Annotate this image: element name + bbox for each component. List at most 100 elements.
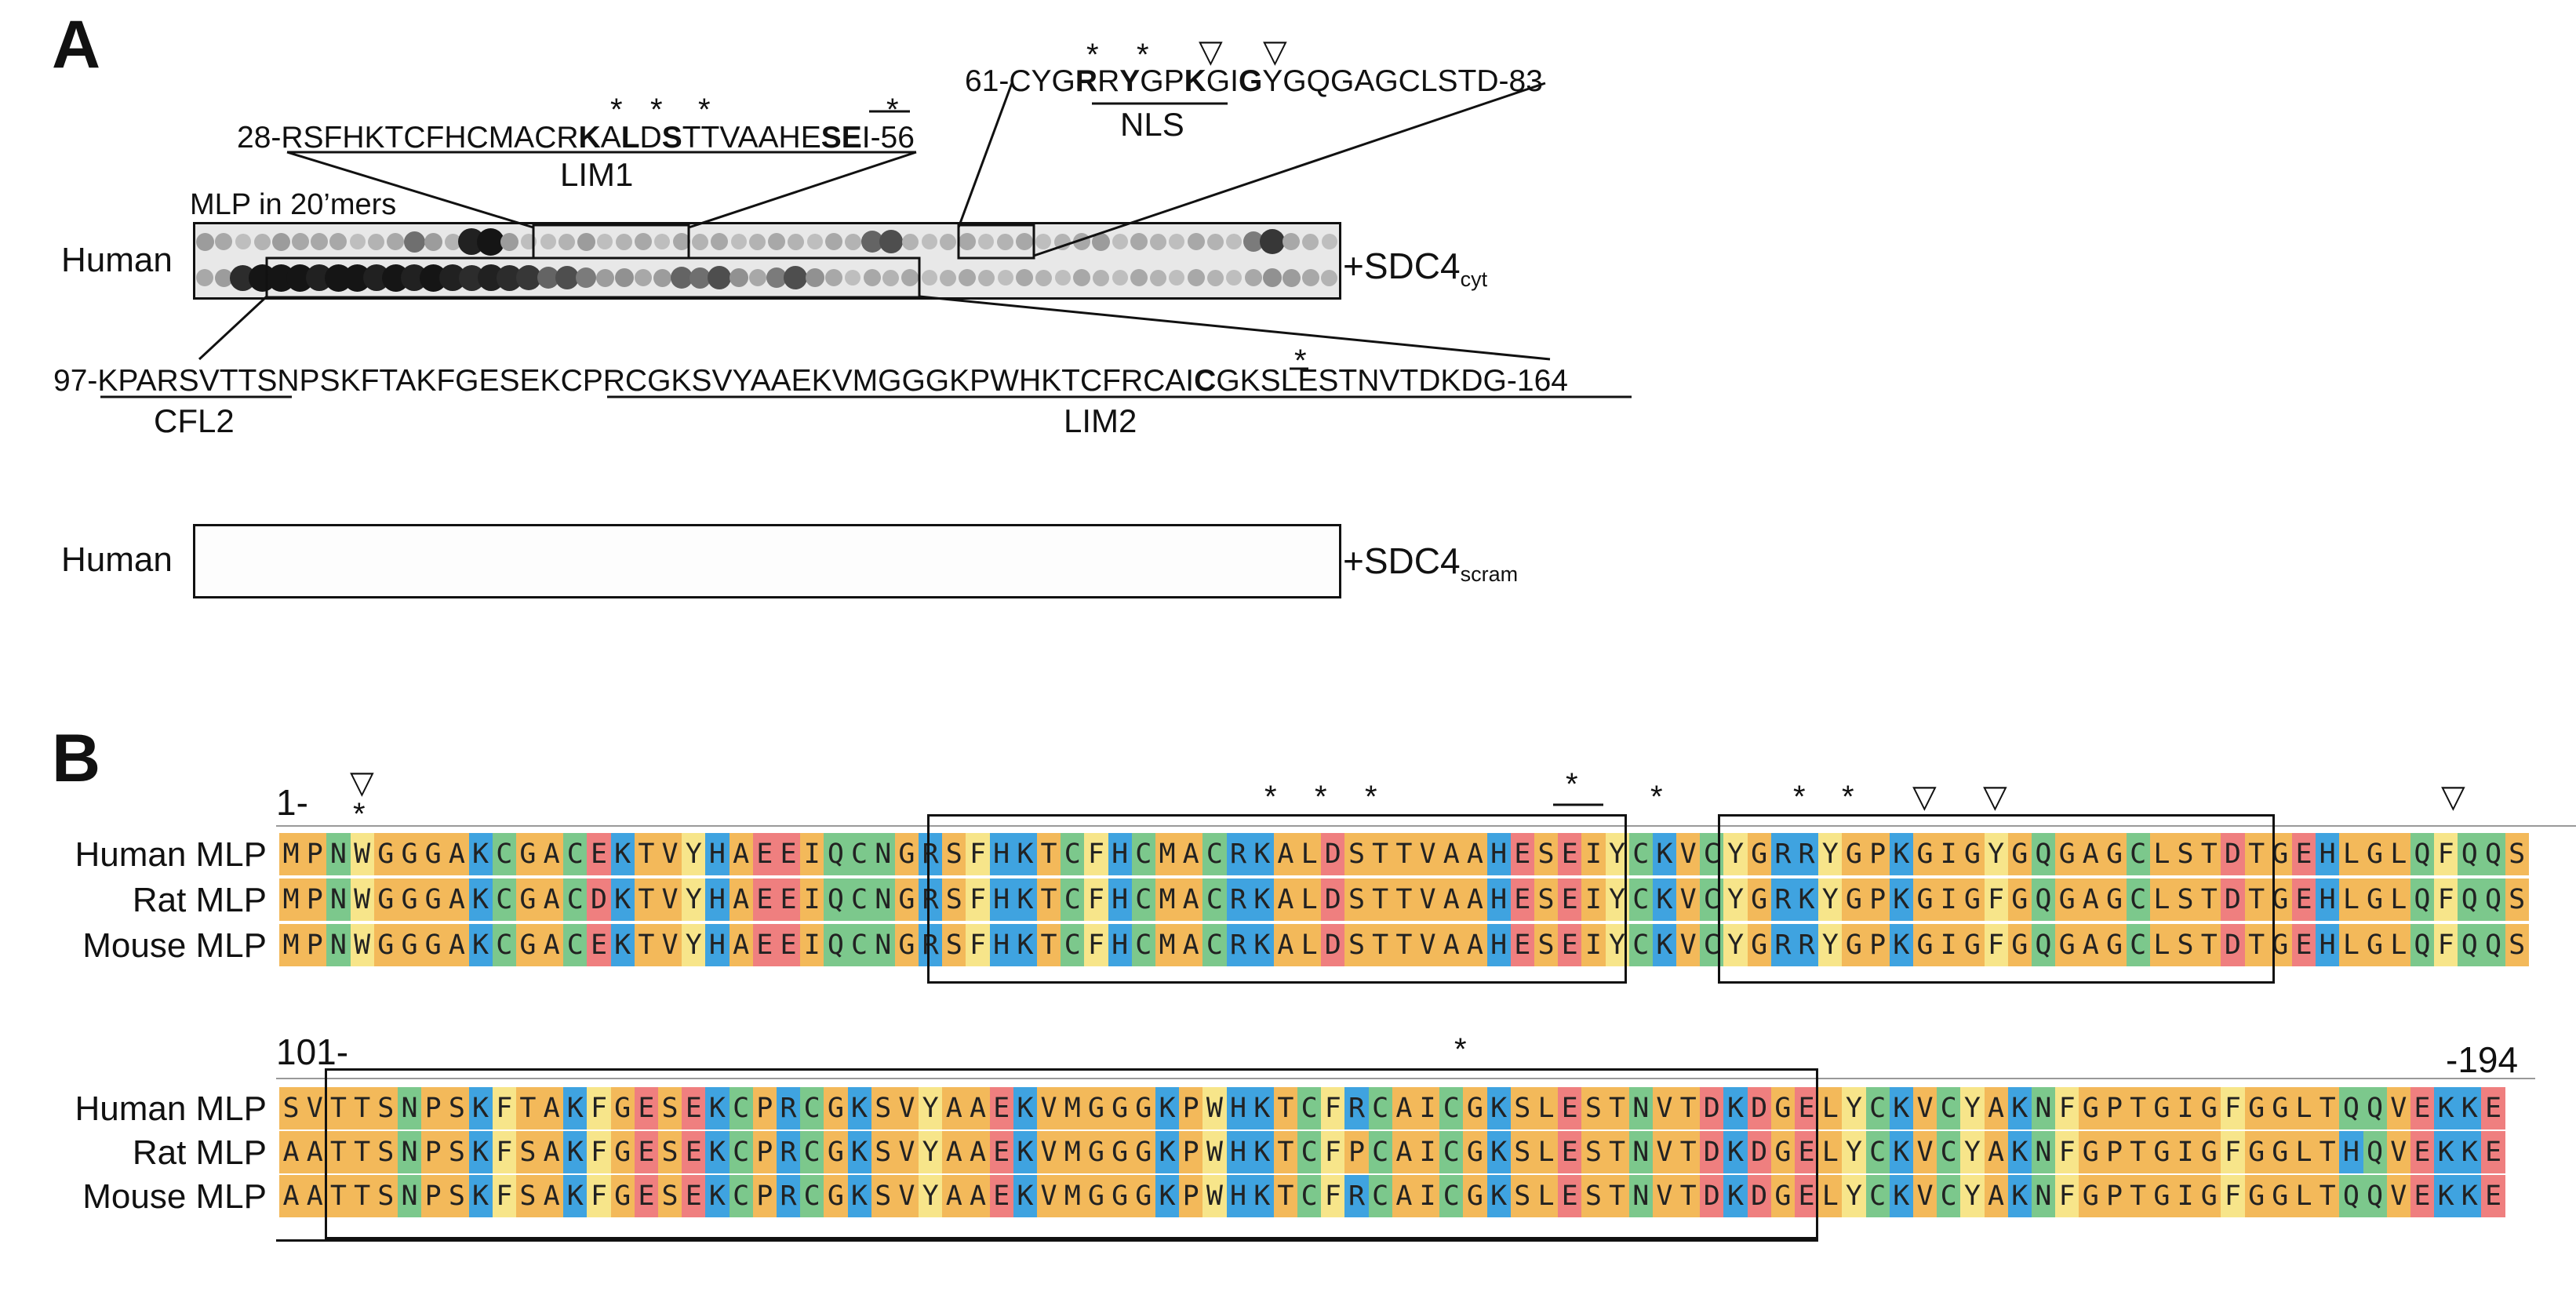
residue: A: [1463, 924, 1487, 966]
residue: F: [2221, 1175, 2245, 1217]
residue: S: [1510, 1131, 1534, 1173]
residue: G: [2363, 878, 2387, 921]
star-marker: *: [1264, 780, 1277, 814]
residue: L: [2291, 1131, 2316, 1173]
peptide-spot: [1226, 234, 1243, 249]
residue: G: [421, 878, 446, 921]
residue: T: [1273, 1175, 1298, 1217]
residue: C: [1439, 1131, 1464, 1173]
residue: N: [1628, 1087, 1653, 1129]
residue: G: [1770, 1175, 1795, 1217]
residue: Y: [1723, 878, 1748, 921]
peptide-spot: [978, 234, 995, 249]
residue: S: [1344, 833, 1369, 875]
divider: [276, 825, 2576, 827]
residue: C: [800, 1175, 824, 1217]
peptide-spot: [921, 270, 937, 286]
residue: G: [2268, 1131, 2292, 1173]
residue: W: [1202, 1087, 1227, 1129]
residue: C: [1131, 833, 1155, 875]
peptide-spot: [1054, 270, 1071, 286]
peptide-spot: [291, 233, 309, 250]
residue: K: [468, 833, 493, 875]
residue: V: [894, 1087, 919, 1129]
residue: S: [871, 1175, 895, 1217]
residue: F: [2221, 1131, 2245, 1173]
residue: K: [2007, 1175, 2032, 1217]
residue: Y: [919, 1131, 943, 1173]
residue: S: [2505, 833, 2529, 875]
peptide-spot: [558, 233, 576, 250]
residue: V: [1676, 878, 1701, 921]
sdc4-cyt-label: +SDC4cyt: [1343, 246, 1488, 292]
peptide-spot: [1016, 233, 1034, 250]
residue: I: [2174, 1175, 2198, 1217]
residue: K: [1652, 878, 1677, 921]
residue: T: [2316, 1175, 2340, 1217]
residue: Y: [1960, 1087, 1985, 1129]
residue: E: [2410, 1175, 2435, 1217]
residue: E: [634, 1087, 658, 1129]
residue: C: [1131, 924, 1155, 966]
residue: T: [350, 1175, 374, 1217]
residue: S: [373, 1175, 398, 1217]
residue: L: [2339, 833, 2363, 875]
residue: Q: [824, 878, 848, 921]
residue: V: [1676, 924, 1701, 966]
residue: T: [634, 924, 658, 966]
peptide-spot: [635, 269, 653, 286]
residue: G: [1960, 878, 1985, 921]
residue: G: [2007, 924, 2032, 966]
peptide-spot: [844, 233, 861, 250]
residue: T: [1676, 1131, 1701, 1173]
triangle-marker: ▽: [1263, 35, 1287, 69]
residue: K: [1486, 1131, 1511, 1173]
residue: Q: [2410, 924, 2435, 966]
residue: P: [1865, 924, 1890, 966]
residue: V: [1416, 878, 1440, 921]
residue: V: [1912, 1087, 1937, 1129]
peptide-spot: [805, 268, 824, 287]
peptide-spot: [1169, 270, 1185, 286]
residue: S: [2174, 833, 2198, 875]
residue: K: [847, 1175, 871, 1217]
residue: K: [1013, 878, 1037, 921]
residue: T: [1273, 1087, 1298, 1129]
position-start-1: 1-: [276, 782, 308, 823]
peptide-spot: [253, 233, 271, 250]
peptide-spot: [825, 269, 843, 286]
residue: K: [2458, 1131, 2482, 1173]
residue: A: [729, 833, 753, 875]
residue: R: [1344, 1175, 1369, 1217]
residue: R: [919, 878, 943, 921]
residue: G: [1747, 878, 1771, 921]
residue: G: [2007, 833, 2032, 875]
peptide-spot: [1112, 234, 1128, 249]
residue: V: [2386, 1131, 2410, 1173]
residue: K: [563, 1087, 588, 1129]
residue: N: [397, 1131, 422, 1173]
residue: A: [729, 878, 753, 921]
panel-a-connector-lines: [100, 82, 1632, 398]
peptide-spot: [787, 233, 804, 250]
residue: C: [1865, 1131, 1890, 1173]
residue: C: [800, 1131, 824, 1173]
residue: M: [279, 924, 304, 966]
residue: K: [1723, 1131, 1748, 1173]
residue: Y: [1723, 924, 1748, 966]
residue: S: [1581, 1175, 1606, 1217]
residue: S: [1581, 1087, 1606, 1129]
residue: T: [1368, 833, 1392, 875]
residue: G: [1463, 1087, 1487, 1129]
residue: Y: [682, 878, 706, 921]
residue: F: [2434, 924, 2458, 966]
residue: K: [1723, 1175, 1748, 1217]
peptide-spot: [1259, 229, 1285, 254]
residue: Q: [2339, 1087, 2363, 1129]
peptide-spot: [577, 232, 595, 251]
residue: K: [2458, 1087, 2482, 1129]
residue: C: [1202, 924, 1227, 966]
residue: T: [2316, 1131, 2340, 1173]
residue: A: [1179, 878, 1203, 921]
